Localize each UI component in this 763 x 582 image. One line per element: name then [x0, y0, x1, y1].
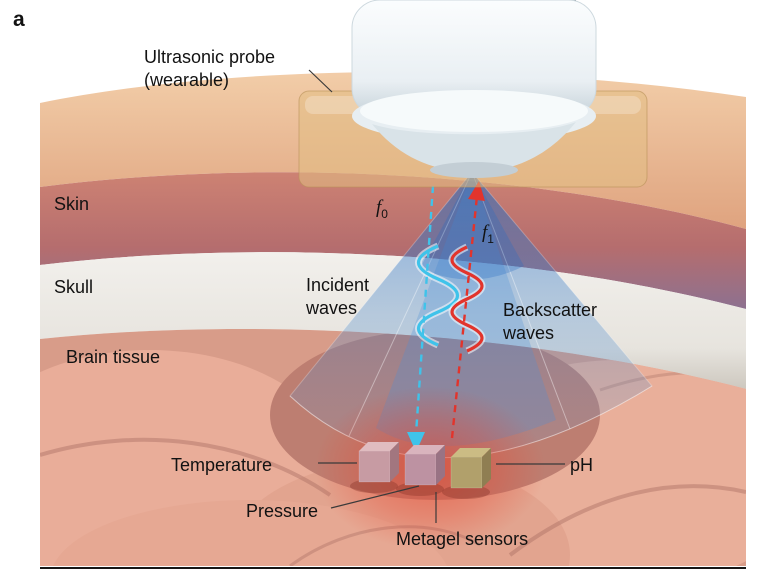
- f0-subscript: 0: [381, 206, 388, 221]
- f1-label: f1: [482, 221, 494, 251]
- temperature-label: Temperature: [171, 455, 273, 475]
- probe-label-line1: Ultrasonic probe: [144, 47, 276, 67]
- metagel-sensors-label: Metagel sensors: [396, 529, 529, 549]
- backscatter-waves-label: Backscatter waves: [503, 299, 597, 345]
- ph-sensor-cube: [442, 448, 491, 499]
- leader-line-pressure: [330, 485, 420, 509]
- temperature-sensor-cube: [350, 442, 399, 493]
- f1-symbol: f: [482, 222, 488, 243]
- incident-waves-line2: waves: [306, 298, 358, 318]
- backscatter-wave-arrow: [448, 181, 486, 439]
- skin-label: Skin: [54, 194, 90, 214]
- panel-label: a: [13, 8, 25, 31]
- backscatter-waves-line1: Backscatter: [503, 300, 598, 320]
- ph-label: pH: [570, 455, 594, 475]
- ultrasound-beam: [289, 171, 653, 459]
- probe-label: Ultrasonic probe (wearable): [144, 46, 275, 92]
- skin-layer: [40, 172, 746, 309]
- backscatter-waves-line2: waves: [503, 323, 555, 343]
- incident-waves-line1: Incident: [306, 275, 370, 295]
- probe-label-line2: (wearable): [144, 70, 230, 90]
- leader-lines: [308, 69, 565, 523]
- ultrasonic-probe: [351, 0, 597, 178]
- pressure-sensor-cube: [396, 445, 445, 496]
- skull-label: Skull: [54, 277, 94, 297]
- f1-subscript: 1: [487, 231, 494, 246]
- incident-wave-arrow: [407, 185, 461, 452]
- f0-label: f0: [376, 196, 388, 226]
- figure-baseline: [40, 567, 746, 569]
- incident-waves-label: Incident waves: [306, 274, 369, 320]
- f0-symbol: f: [376, 197, 382, 218]
- pressure-label: Pressure: [246, 501, 319, 521]
- brain-tissue-label: Brain tissue: [66, 347, 161, 367]
- leader-line-probe: [308, 69, 333, 93]
